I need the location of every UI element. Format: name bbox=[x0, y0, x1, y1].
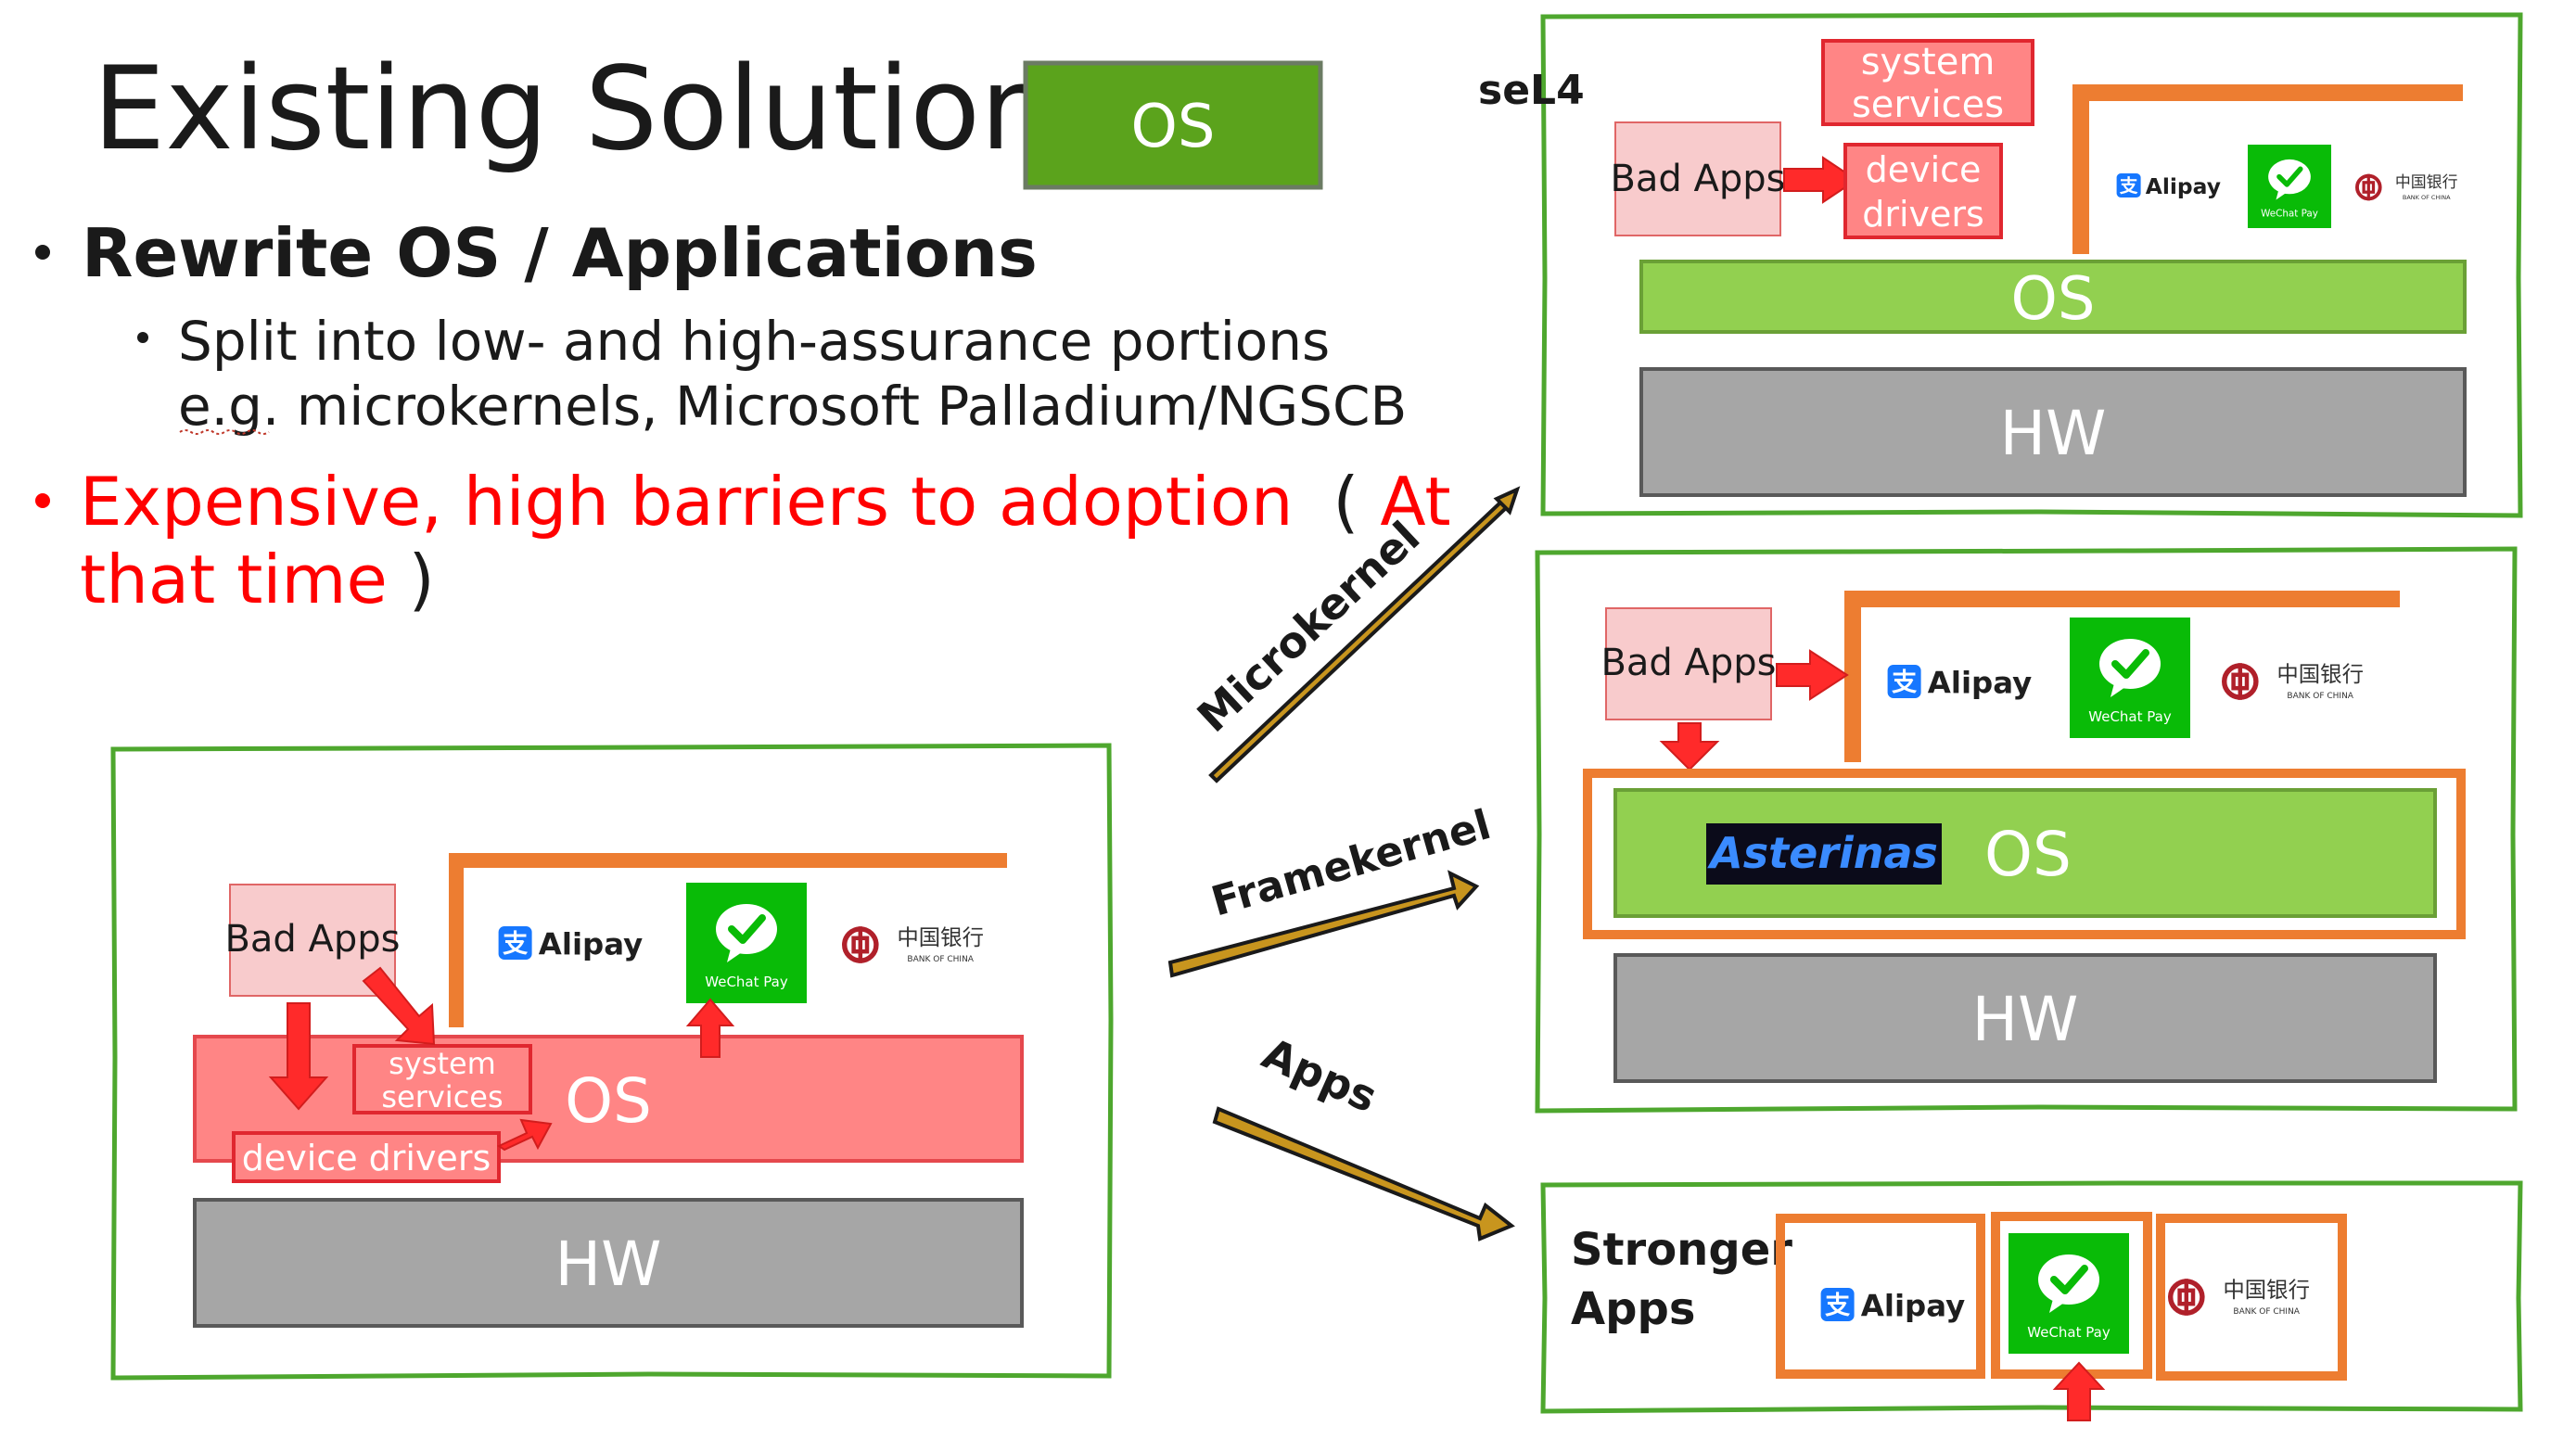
up-arrow-icon bbox=[685, 998, 735, 1058]
bank-of-china-logo-icon bbox=[2225, 661, 2364, 701]
spellcheck-underline bbox=[179, 429, 270, 435]
right-arrow-icon bbox=[496, 1118, 553, 1152]
bank-of-china-logo-icon bbox=[845, 924, 984, 964]
stronger-apps-label-line2: Apps bbox=[1571, 1283, 1695, 1335]
title-os-badge: OS bbox=[1023, 60, 1323, 190]
diagonal-arrow-icon bbox=[362, 966, 436, 1046]
legacy-device-drivers bbox=[232, 1131, 501, 1183]
asterinas-logo-text: Asterinas bbox=[1707, 828, 1938, 878]
framekernel-frame bbox=[1535, 546, 2518, 1114]
sel4-system-services-line2: services bbox=[1852, 83, 2004, 126]
bullet-expensive-text: Expensive, high barriers to adoption bbox=[80, 463, 1294, 541]
legacy-system-services bbox=[352, 1044, 532, 1114]
bank-of-china-sandbox bbox=[2156, 1214, 2347, 1381]
arrow-label-framekernel: Framekernel bbox=[1206, 801, 1496, 926]
framekernel-os-highlight bbox=[1583, 769, 2466, 939]
bullet-expensive-line1: Expensive, high barriers to adoption ( A… bbox=[80, 463, 1451, 541]
asterinas-logo-icon: Asterinas bbox=[1706, 823, 1942, 885]
legacy-system-services-line2: services bbox=[381, 1079, 503, 1114]
up-arrow-icon bbox=[2052, 1361, 2106, 1421]
sel4-bad-apps bbox=[1614, 121, 1781, 236]
legacy-hw-label: HW bbox=[555, 1229, 662, 1300]
sel4-os-bar bbox=[1639, 260, 2467, 334]
sub-bullet-dot bbox=[137, 332, 148, 343]
sel4-device-drivers-line1: device bbox=[1866, 149, 1982, 190]
framekernel-diagram: Bad Apps Asterinas OS HW bbox=[1535, 546, 2518, 1114]
sub-bullet-split-line1: Split into low- and high-assurance porti… bbox=[178, 310, 1330, 373]
legacy-bad-apps-label: Bad Apps bbox=[224, 918, 400, 961]
alipay-sandbox bbox=[1776, 1214, 1985, 1379]
bullet-rewrite: Rewrite OS / Applications bbox=[82, 214, 1038, 292]
sel4-system-services-line1: system bbox=[1861, 41, 1996, 83]
sel4-bad-apps-label: Bad Apps bbox=[1610, 158, 1785, 200]
bullet-dot-red bbox=[35, 493, 50, 508]
sel4-device-drivers-line2: drivers bbox=[1862, 194, 1984, 235]
legacy-hw-bar bbox=[193, 1198, 1024, 1328]
bullet-that-time: that time bbox=[80, 541, 388, 618]
framekernel-privilege-line bbox=[1844, 591, 2400, 762]
stronger-apps-frame bbox=[1540, 1180, 2523, 1414]
sel4-hw-label: HW bbox=[2000, 398, 2107, 469]
title-os-badge-label: OS bbox=[1131, 93, 1216, 161]
down-arrow-icon bbox=[268, 1002, 329, 1111]
stronger-apps-label-line1: Stronger bbox=[1571, 1224, 1792, 1276]
arrow-label-apps: Apps bbox=[1256, 1028, 1385, 1123]
bank-of-china-logo-icon bbox=[2171, 1277, 2310, 1317]
right-arrow-icon bbox=[1783, 156, 1858, 204]
sel4-privilege-line bbox=[2072, 84, 2463, 254]
legacy-device-drivers-label: device drivers bbox=[242, 1138, 491, 1178]
alipay-logo-icon bbox=[1887, 665, 2033, 701]
alipay-logo-icon bbox=[1820, 1288, 1966, 1324]
sub-bullet-split-line2: e.g. microkernels, Microsoft Palladium/N… bbox=[178, 375, 1407, 438]
framekernel-bad-apps-label: Bad Apps bbox=[1600, 642, 1776, 684]
arrow-label-microkernel: Microkernel bbox=[1188, 512, 1430, 742]
transition-arrows: Microkernel Framekernel Apps bbox=[1167, 486, 1521, 1242]
framekernel-os-label: OS bbox=[1984, 819, 2072, 890]
legacy-system-services-line1: system bbox=[389, 1046, 496, 1081]
stronger-apps-diagram: Stronger Apps bbox=[1540, 1180, 2523, 1421]
alipay-logo-icon bbox=[2116, 173, 2222, 200]
legacy-os-label: OS bbox=[565, 1065, 652, 1137]
down-arrow-icon bbox=[1659, 722, 1720, 771]
bullet-paren-open: ( bbox=[1333, 463, 1358, 541]
sel4-hw-bar bbox=[1639, 367, 2467, 497]
legacy-os-diagram: Bad Apps OS system services device drive… bbox=[110, 743, 1114, 1381]
wechat-pay-logo-icon bbox=[686, 883, 807, 1003]
framekernel-hw-bar bbox=[1613, 953, 2437, 1083]
bullet-paren-close: ) bbox=[409, 541, 435, 618]
framekernel-hw-label: HW bbox=[1972, 984, 2079, 1055]
wechat-pay-logo-icon bbox=[2248, 145, 2331, 228]
legacy-privilege-line bbox=[449, 853, 1007, 1027]
wechat-pay-logo-icon bbox=[2070, 618, 2190, 738]
sel4-os-label: OS bbox=[2011, 265, 2096, 334]
right-arrow-icon bbox=[1212, 1106, 1515, 1242]
slide-title: Existing Solution: bbox=[93, 43, 1092, 176]
wechat-pay-logo-icon bbox=[2009, 1233, 2129, 1354]
bank-of-china-logo-icon bbox=[2355, 171, 2460, 203]
bullet-dot bbox=[35, 245, 50, 260]
sel4-diagram: seL4 system services Bad Apps device dri… bbox=[1478, 12, 2523, 518]
sel4-label: seL4 bbox=[1478, 67, 1585, 114]
sel4-system-services bbox=[1821, 39, 2034, 126]
sel4-frame bbox=[1540, 12, 2523, 518]
diagonal-arrow-icon bbox=[1208, 486, 1521, 783]
right-arrow-icon bbox=[1167, 870, 1480, 978]
bullet-at: At bbox=[1380, 463, 1450, 541]
bullet-expensive-line2: that time ) bbox=[80, 541, 435, 618]
right-arrow-icon bbox=[1776, 649, 1849, 701]
sel4-device-drivers bbox=[1843, 143, 2003, 239]
framekernel-bad-apps bbox=[1605, 607, 1772, 720]
legacy-frame bbox=[110, 743, 1114, 1381]
alipay-logo-icon bbox=[498, 926, 644, 962]
